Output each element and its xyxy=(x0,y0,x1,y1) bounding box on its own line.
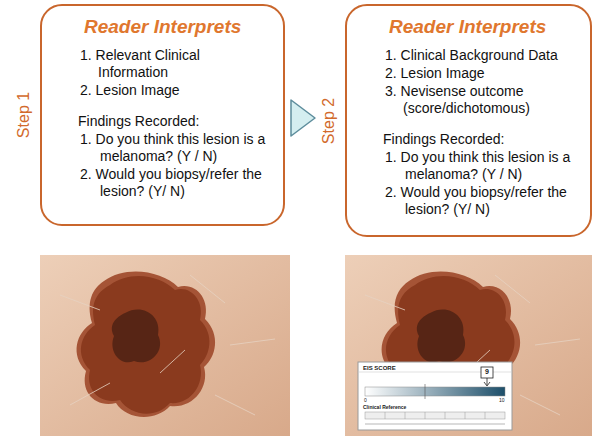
step-label: Step 1 xyxy=(15,92,33,138)
score-panel-text: 0 xyxy=(364,398,367,403)
cutoff-mark xyxy=(425,384,426,399)
question-item: 1. Do you think this lesion is a melanom… xyxy=(56,131,273,165)
step-box: Reader Interprets 1. Relevant Clinical In… xyxy=(40,4,285,226)
box-heading: Reader Interprets xyxy=(84,15,273,38)
score-panel xyxy=(358,362,512,430)
score-pointer xyxy=(484,378,490,386)
score-panel-text: Clinical Reference xyxy=(363,405,406,410)
question-item: 2. Would you biopsy/refer the lesion? (Y… xyxy=(361,184,580,218)
findings-heading: Findings Recorded: xyxy=(78,113,273,130)
reference-ticks xyxy=(385,412,485,419)
score-callout xyxy=(481,367,493,378)
input-item: 2. Lesion Image xyxy=(361,65,580,82)
lesion-image xyxy=(345,255,592,436)
flow-arrow xyxy=(291,100,315,136)
input-item: 1. Clinical Background Data xyxy=(361,47,580,64)
step-box: Reader Interprets 1. Clinical Background … xyxy=(345,4,592,237)
findings-heading: Findings Recorded: xyxy=(383,131,580,148)
input-item: 1. Relevant Clinical Information xyxy=(56,47,273,81)
lesion-photo xyxy=(40,255,290,436)
score-bar xyxy=(365,387,505,396)
lesion-image xyxy=(40,255,290,436)
reference-bar xyxy=(365,412,505,419)
score-panel-text: 10 xyxy=(499,398,505,403)
step-label: Step 2 xyxy=(320,97,338,143)
input-item: 3. Nevisense outcome (score/dichotomous) xyxy=(361,83,580,117)
score-panel-text: 9 xyxy=(485,368,489,375)
question-item: 1. Do you think this lesion is a melanom… xyxy=(361,149,580,183)
score-panel-text: EIS SCORE xyxy=(363,365,396,371)
input-item: 2. Lesion Image xyxy=(56,82,273,99)
question-item: 2. Would you biopsy/refer the lesion? (Y… xyxy=(56,166,273,200)
box-heading: Reader Interprets xyxy=(389,15,580,38)
fine-print xyxy=(365,423,505,425)
